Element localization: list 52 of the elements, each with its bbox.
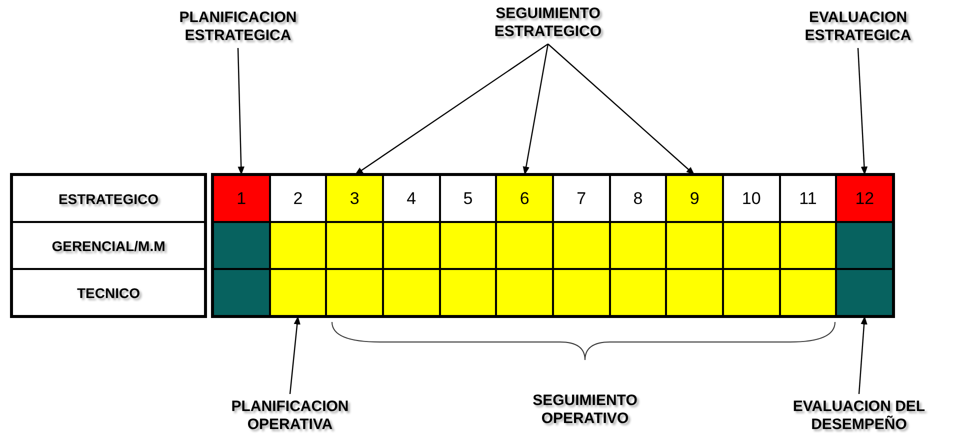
grid-cell [666, 269, 723, 316]
month-cell: 9 [666, 175, 723, 222]
month-cell: 12 [836, 175, 893, 222]
month-cell: 4 [383, 175, 440, 222]
grid-cell [780, 222, 836, 269]
arrow [857, 48, 868, 176]
stage-label: SEGUIMIENTO ESTRATEGICO [455, 4, 641, 42]
grid-cell [326, 269, 383, 316]
grid-cell [326, 222, 383, 269]
stage-label: EVALUACION DEL DESEMPEÑO [770, 396, 948, 436]
stage-label: PLANIFICACION ESTRATEGICA [150, 8, 326, 46]
grid-cell [553, 222, 610, 269]
grid-cell [723, 222, 780, 269]
month-cell: 2 [270, 175, 326, 222]
arrow [354, 44, 548, 176]
month-cell: 8 [610, 175, 666, 222]
arrow [289, 316, 300, 394]
month-cell: 3 [326, 175, 383, 222]
grid-cell [496, 269, 553, 316]
row-header: TECNICO [12, 269, 205, 316]
arrow [237, 48, 244, 176]
grid-cell [213, 222, 270, 269]
grid-cell [383, 222, 440, 269]
stage-label: EVALUACION ESTRATEGICA [775, 8, 941, 46]
grid-cell [383, 269, 440, 316]
grid-cell [610, 269, 666, 316]
stage-label: SEGUIMIENTO OPERATIVO [532, 391, 638, 429]
arrow [548, 44, 696, 176]
arrow [858, 316, 868, 394]
grid-cell [440, 222, 496, 269]
grid-cell [496, 222, 553, 269]
month-cell: 11 [780, 175, 836, 222]
arrow [522, 44, 549, 176]
month-cell: 10 [723, 175, 780, 222]
stage-label: PLANIFICACION OPERATIVA [200, 396, 380, 436]
grid-cell [780, 269, 836, 316]
grid-cell [836, 269, 893, 316]
grid-cell [723, 269, 780, 316]
grid-cell [213, 269, 270, 316]
grid-cell [270, 269, 326, 316]
grid-cell [440, 269, 496, 316]
month-cell: 7 [553, 175, 610, 222]
grid-cell [836, 222, 893, 269]
month-cell: 6 [496, 175, 553, 222]
grid-cell [553, 269, 610, 316]
grid-cell [270, 222, 326, 269]
row-header: ESTRATEGICO [12, 175, 205, 222]
month-cell: 1 [213, 175, 270, 222]
grid-cell [610, 222, 666, 269]
month-cell: 5 [440, 175, 496, 222]
row-header: GERENCIAL/M.M [12, 222, 205, 269]
grid-cell [666, 222, 723, 269]
